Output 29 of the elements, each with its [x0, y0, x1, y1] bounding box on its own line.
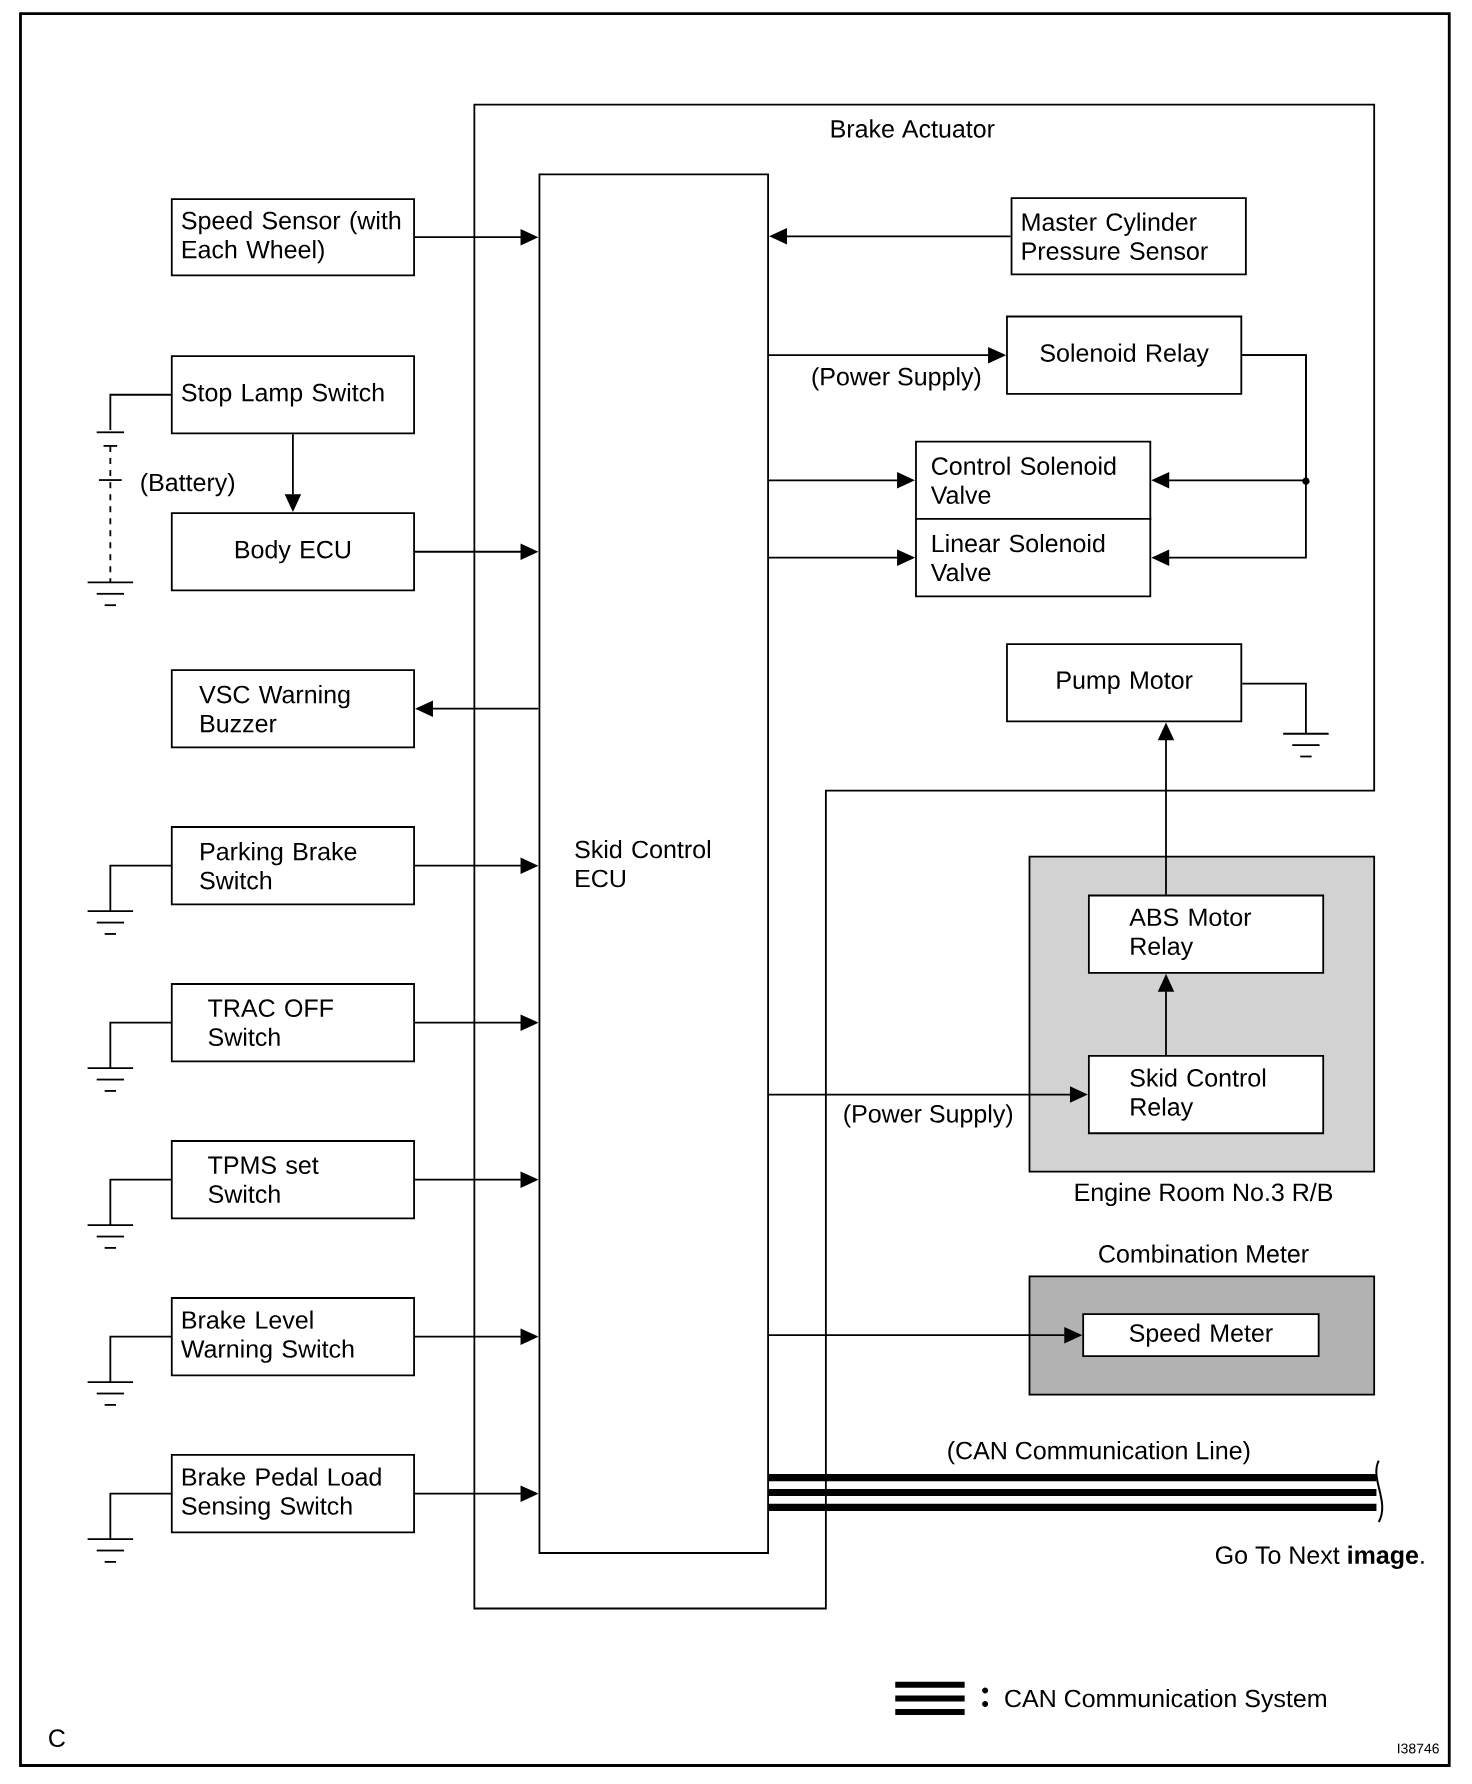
block-title: Combination Meter	[1099, 1244, 1309, 1263]
switch-box: TRAC OFF Switch	[170, 983, 415, 1063]
relay-box: Skid Control Relay	[1087, 1055, 1325, 1135]
block-title: Engine Room No.3 R/B	[1075, 1182, 1333, 1207]
figure-id: I38746	[1398, 1743, 1439, 1754]
edge-label: (Power Supply)	[840, 1102, 1016, 1130]
switch-box: TPMS set Switch	[170, 1140, 415, 1220]
battery-label: (Battery)	[141, 472, 235, 497]
block-title: Brake Actuator	[831, 119, 995, 138]
buzzer-box: VSC Warning Buzzer	[170, 669, 415, 749]
corner-letter: C	[49, 1729, 65, 1748]
relay-box: ABS Motor Relay	[1087, 894, 1325, 974]
switch-box: Parking Brake Switch	[170, 826, 415, 906]
sensor-box: Speed Sensor (with Each Wheel)	[170, 198, 415, 277]
switch-box: Stop Lamp Switch	[170, 355, 415, 435]
edge-label: (Power Supply)	[808, 365, 984, 393]
valve-box: Linear Solenoid Valve	[915, 518, 1152, 598]
continuation-note: Go To Next image.	[1215, 1545, 1424, 1570]
relay-box: Solenoid Relay	[1006, 315, 1243, 395]
valve-box: Control Solenoid Valve	[915, 440, 1152, 520]
motor-box: Pump Motor	[1006, 643, 1243, 723]
ecu-box: Skid Control ECU	[538, 173, 769, 1554]
ecu-box: Body ECU	[170, 512, 415, 592]
sensor-box: Master Cylinder Pressure Sensor	[1010, 197, 1247, 276]
switch-box: Brake Level Warning Switch	[170, 1297, 415, 1377]
legend-text: CAN Communication System	[1005, 1689, 1326, 1713]
meter-box: Speed Meter	[1082, 1313, 1320, 1358]
switch-box: Brake Pedal Load Sensing Switch	[170, 1454, 415, 1534]
edge-label: (CAN Communication Line)	[944, 1439, 1253, 1467]
